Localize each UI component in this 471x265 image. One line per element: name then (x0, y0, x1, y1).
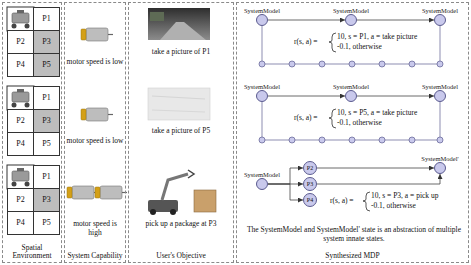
node-text: P4 (16, 140, 24, 148)
node-text: SystemModel (333, 8, 369, 15)
node-text: User's Objective (129, 252, 233, 260)
panel-box: Synthesized MDPSystemModelSystemModelSys… (236, 2, 469, 263)
node-text: P2 (16, 38, 24, 46)
grid-cell: P5 (33, 132, 60, 156)
grid-cell: P2 (7, 30, 34, 54)
state-circle: SystemModel (345, 14, 357, 26)
transition-arrow (268, 184, 303, 200)
capability-text: motor speed is low (66, 58, 124, 67)
node-text: P2 (16, 117, 24, 125)
capability-text: motor speed is high (66, 220, 124, 237)
node-text: P4 (16, 61, 24, 69)
node-text: SystemModel' (421, 156, 458, 163)
node-text: P2 (16, 196, 24, 204)
objective-text: take a picture of P1 (130, 48, 232, 57)
grid-cell: P4 (7, 132, 34, 156)
transition-arrow (268, 96, 345, 97)
note-text: The SystemModel and SystemModel' state i… (242, 226, 466, 243)
grid-cell: P1 (33, 7, 60, 31)
node-text: Synthesized MDP (237, 252, 468, 260)
node-text: P5 (42, 219, 50, 227)
node-text: Spatial Environment (3, 244, 61, 261)
node-text: P3 (307, 181, 313, 187)
node-text: System Capability (65, 252, 125, 260)
node-text: SystemModel (422, 84, 458, 91)
transition-arrow (317, 168, 434, 169)
grid-cell: P2 (7, 188, 34, 212)
state-chain (259, 26, 443, 143)
transition-arrow (357, 96, 434, 97)
reward-formula: 10, s = P3, a = pick up (371, 192, 438, 201)
photo (148, 8, 210, 120)
node-text: P4 (16, 219, 24, 227)
reward-formula: 10, s = P5, a = take picture (337, 109, 417, 118)
grid-cell: P1 (33, 86, 60, 110)
node-text: P5 (42, 61, 50, 69)
transition-arrow (317, 174, 440, 184)
reward-formula: r(s, a) = (330, 197, 354, 206)
objective-text: take a picture of P5 (130, 127, 232, 136)
reward-formula: -0.1, otherwise (371, 202, 416, 211)
grid-cell: P5 (33, 53, 60, 77)
reward-formula: -0.1, otherwise (337, 43, 382, 52)
node-text: SystemModel (422, 8, 458, 15)
panel-box: Spatial EnvironmentP1P2P3P4P5P1P2P3P4P5P… (2, 2, 62, 263)
reward-formula: r(s, a) = (294, 114, 318, 123)
reward-formula: 10, s = P1, a = take picture (337, 33, 417, 42)
node-text: SystemModel (244, 8, 280, 15)
state-circle: SystemModel (434, 14, 446, 26)
motor-icon (67, 28, 127, 199)
grid-cell: P4 (7, 53, 34, 77)
state-circle: P3 (303, 177, 317, 191)
state-circle: SystemModel (256, 178, 268, 190)
state-circle: SystemModel (256, 14, 268, 26)
grid-cell: P1 (33, 165, 60, 189)
node-text: P1 (42, 173, 50, 181)
robot-icon (7, 7, 34, 189)
objective-text: pick up a package at P3 (130, 220, 232, 229)
node-text: P3 (42, 38, 50, 46)
node-text: P2 (307, 165, 313, 171)
node-text: SystemModel (244, 84, 280, 91)
capability-text: motor speed is low (66, 137, 124, 146)
reward-formula: r(s, a) = (294, 38, 318, 47)
robot-arm-picture (148, 170, 216, 215)
state-circle: SystemModel (256, 90, 268, 102)
state-circle: SystemModel (345, 90, 357, 102)
grid-cell: P5 (33, 211, 60, 235)
transition-arrow (268, 20, 345, 21)
node-text: P3 (42, 117, 50, 125)
node-text: SystemModel (244, 172, 280, 179)
grid-cell: P2 (7, 109, 34, 133)
node-text: P4 (307, 197, 313, 203)
state-circle: P4 (303, 193, 317, 207)
state-circle: SystemModel (434, 90, 446, 102)
node-text: P5 (42, 140, 50, 148)
node-text: P1 (42, 15, 50, 23)
transition-arrow (357, 20, 434, 21)
node-text: P3 (42, 196, 50, 204)
node-text: P1 (42, 94, 50, 102)
state-circle: SystemModel' (434, 162, 446, 174)
state-circle: P2 (303, 161, 317, 175)
grid-cell: P3 (33, 188, 60, 212)
node-text: SystemModel (333, 84, 369, 91)
grid-cell: P3 (33, 109, 60, 133)
grid-cell: P4 (7, 211, 34, 235)
reward-formula: -0.1, otherwise (337, 119, 382, 128)
grid-cell: P3 (33, 30, 60, 54)
